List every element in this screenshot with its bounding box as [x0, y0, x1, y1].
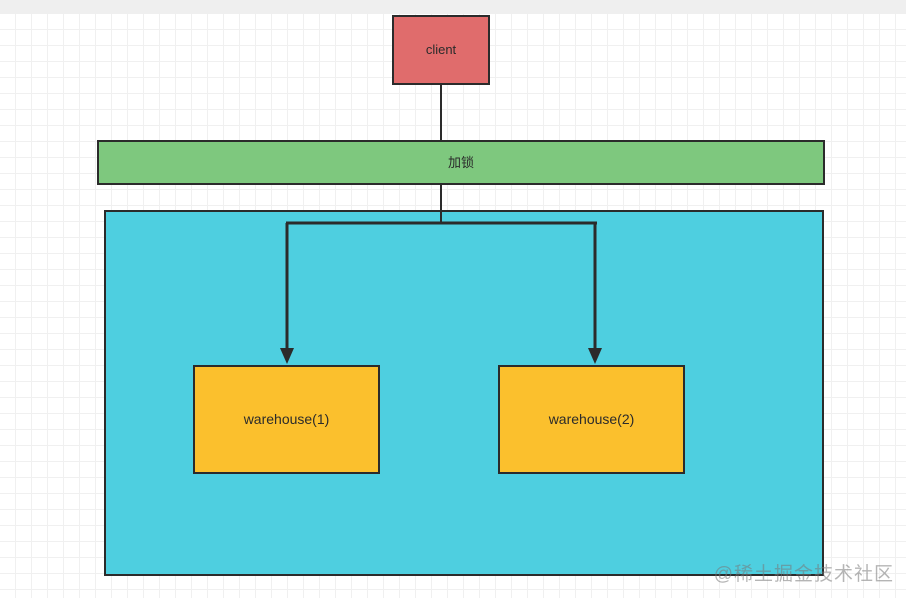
warehouse-2-node[interactable]: warehouse(2) — [498, 365, 685, 474]
top-strip — [0, 0, 906, 14]
client-node-label: client — [425, 42, 457, 58]
lock-node-label: 加锁 — [447, 154, 474, 170]
container-region[interactable] — [104, 210, 824, 576]
client-node[interactable]: client — [392, 15, 490, 85]
arrowhead-warehouse-1 — [280, 348, 294, 364]
warehouse-1-node[interactable]: warehouse(1) — [193, 365, 380, 474]
lock-node[interactable]: 加锁 — [97, 140, 825, 185]
arrowhead-warehouse-2 — [588, 348, 602, 364]
watermark: @稀土掘金技术社区 — [713, 564, 894, 585]
warehouse-1-node-label: warehouse(1) — [243, 411, 330, 428]
warehouse-2-node-label: warehouse(2) — [548, 411, 635, 428]
